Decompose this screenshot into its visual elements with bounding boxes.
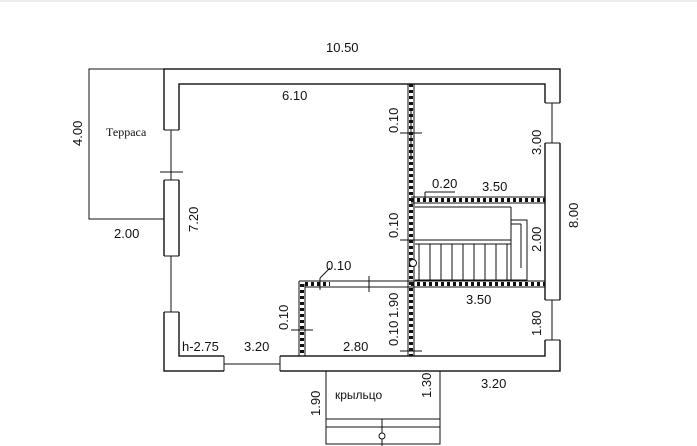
exterior-wall-inner [178,83,546,357]
partition-thickness-label-3: 0.10 [326,258,351,273]
bottom-wall-window [223,355,281,373]
stair-room-bottom-wall [411,280,545,288]
terrace-depth-label: 4.00 [70,121,85,146]
corridor-brick-partition [298,276,411,356]
stair-room-depth-label: 2.00 [529,227,544,252]
stair-room-top-wall [411,196,545,204]
porch-inner-depth-label: 1.30 [419,373,434,398]
porch-depth-label: 1.90 [308,391,323,416]
right-wall-windows [544,102,562,341]
porch [325,370,441,446]
terrace-name-label: Терраса [106,125,147,139]
corridor-depth-label: 1.90 [386,293,401,318]
lower-right-width-label: 3.50 [466,292,491,307]
stair-start-marker [409,259,417,267]
exterior-wall-outer [163,68,561,372]
vertical-brick-partition [407,84,415,356]
left-wall-openings [160,129,183,313]
bottom-left-width-label: 3.20 [244,339,269,354]
thickness-markers [291,110,455,352]
partition-thickness-label-4: 0.10 [276,305,291,330]
overall-depth-label: 8.00 [566,203,581,228]
porch-name-label: крыльцо [335,388,383,402]
terrace-outline [88,68,165,220]
partition-thickness-label-5: 0.10 [386,321,401,346]
staircase [409,206,528,281]
brick-wall-thickness-label: 0.20 [432,176,457,191]
room-ne-depth-label: 3.00 [529,130,544,155]
stair-room-width-label: 3.50 [482,179,507,194]
partition-thickness-label-2: 0.10 [386,213,401,238]
porch-width-label: 3.20 [481,376,506,391]
bottom-mid-width-label: 2.80 [343,339,368,354]
main-room-width-label: 6.10 [282,88,307,103]
main-room-depth-label: 7.20 [186,207,201,232]
partition-thickness-label-1: 0.10 [386,108,401,133]
ceiling-height-label: h-2.75 [182,339,219,354]
lower-right-depth-label: 1.80 [529,311,544,336]
overall-width-label: 10.50 [326,40,359,55]
terrace-width-label: 2.00 [114,226,139,241]
